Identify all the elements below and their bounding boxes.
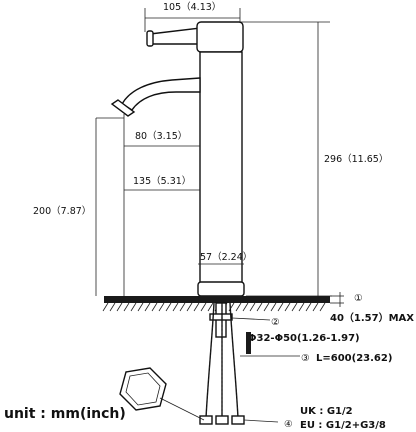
deck-hatch-mark: [186, 302, 193, 312]
deck-hatch-mark: [158, 302, 165, 312]
deck-hatch-mark: [284, 302, 291, 312]
deck-hatch-mark: [172, 302, 179, 312]
deck-hatch-mark: [256, 302, 263, 312]
deck-hatch-mark: [319, 302, 326, 312]
uk-connection-label: UK : G1/2: [300, 406, 353, 417]
deck-hatch-mark: [249, 302, 256, 312]
spout-reach-label: 105（4.13）: [163, 1, 221, 13]
outlet-height-label: 135（5.31）: [133, 175, 191, 187]
spout-height-dimension: 80（3.15）: [123, 114, 200, 296]
deck-hatch-mark: [200, 302, 207, 312]
deck-hatch-mark: [235, 302, 242, 312]
deck-hatch-mark: [277, 302, 284, 312]
deck-hatch-mark: [263, 302, 270, 312]
faucet-body: [110, 21, 245, 297]
total-height-label: 296（11.65）: [324, 153, 388, 165]
deck-hatch-mark: [144, 302, 151, 312]
deck-hatch-mark: [298, 302, 305, 312]
outlet-height-dimension: 135（5.31）: [124, 175, 200, 191]
deck-thickness-label: 40（1.57）MAX: [330, 311, 414, 324]
callout-3: ③: [301, 353, 310, 364]
hole-diameter-label: Φ32-Φ50(1.26-1.97): [248, 333, 360, 344]
unit-label: unit : mm(inch): [4, 406, 126, 422]
deck-hatch-mark: [207, 302, 214, 312]
deck-hatch-mark: [312, 302, 319, 312]
supply-hoses: ③ L=600(23.62): [199, 302, 392, 425]
deck-hatch-mark: [165, 302, 172, 312]
deck-hatch-mark: [116, 302, 123, 312]
total-height-dimension: 296（11.65）: [240, 21, 388, 297]
handle-lever: [149, 27, 201, 45]
spout-outlet: [110, 99, 136, 117]
base-diameter-label: 57（2.24）: [200, 251, 252, 263]
base-diameter-dimension: 57（2.24）: [198, 251, 252, 265]
spout-height-label: 80（3.15）: [135, 130, 187, 142]
hose-length-label: L=600(23.62): [316, 353, 392, 364]
deck-hatch-mark: [193, 302, 200, 312]
callout-1: ①: [354, 293, 363, 304]
body-height-label: 200（7.87）: [33, 205, 91, 217]
deck-hatch-mark: [137, 302, 144, 312]
deck-hatch-mark: [242, 302, 249, 312]
deck-hatch-mark: [123, 302, 130, 312]
faucet-base: [197, 281, 245, 297]
handle-cap: [196, 21, 244, 53]
hex-nut-icon: [119, 367, 205, 421]
deck-hatch-mark: [130, 302, 137, 312]
deck-hatch-mark: [270, 302, 277, 312]
deck-hatch-mark: [102, 302, 109, 312]
callout-4: ④: [284, 419, 293, 430]
spout-reach-dimension: 105（4.13）: [144, 1, 241, 40]
connection-callout: ④ UK : G1/2 EU : G1/2+G3/8: [243, 406, 386, 431]
deck-hatch-mark: [109, 302, 116, 312]
spout: [121, 77, 201, 111]
deck-hatch-mark: [291, 302, 298, 312]
mounting-shank: ② Φ32-Φ50(1.26-1.97): [209, 302, 360, 344]
deck-thickness-dimension: ① 40（1.57）MAX: [330, 292, 414, 324]
callout-2: ②: [271, 317, 280, 328]
deck-hatch-mark: [151, 302, 158, 312]
deck-hatch-mark: [305, 302, 312, 312]
deck-hatch-mark: [179, 302, 186, 312]
body-height-dimension: 200（7.87）: [33, 117, 124, 296]
eu-connection-label: EU : G1/2+G3/8: [300, 420, 386, 431]
